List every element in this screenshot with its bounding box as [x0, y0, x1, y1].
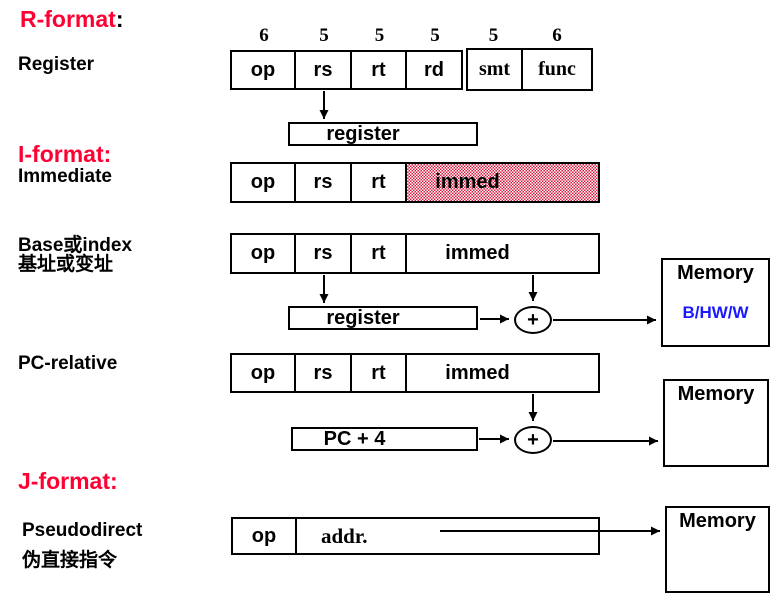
r-register-box: register: [288, 122, 478, 146]
i-op-cell: op: [232, 164, 296, 201]
base-adder-circle: +: [514, 306, 552, 334]
i-rs-cell: rs: [296, 164, 352, 201]
r-format-colon: :: [115, 6, 124, 32]
j-memory-title: Memory: [679, 510, 756, 532]
r-rd-cell: rd: [424, 58, 444, 81]
pc-format-box: op rs rt immed: [230, 353, 600, 393]
j-addr-cell: addr.: [321, 523, 368, 548]
base-memory-title: Memory: [677, 262, 754, 284]
pc-adder-circle: +: [514, 426, 552, 454]
base-memory-box: Memory B/HW/W: [661, 258, 770, 347]
i-immed-cell: immed: [407, 164, 598, 201]
base-memory-width-label: B/HW/W: [682, 303, 749, 322]
pc-memory-box: Memory: [663, 379, 769, 467]
i-format-box: op rs rt immed: [230, 162, 600, 203]
immediate-label: Immediate: [18, 166, 112, 187]
j-format-box: op addr.: [231, 517, 600, 555]
r-func-cell: func: [538, 58, 576, 80]
pseudodirect-label: Pseudodirect: [22, 520, 143, 541]
r-rs-cell: rs: [296, 52, 352, 88]
bit-width-rd: 5: [430, 25, 440, 46]
bit-width-rs: 5: [319, 25, 329, 46]
base-register-box: register: [288, 306, 478, 330]
pc-rs-cell: rs: [296, 355, 352, 391]
pc-rt-cell: rt: [352, 355, 407, 391]
r-format-box: op rs rt rd: [230, 50, 463, 90]
base-rs-cell: rs: [296, 235, 352, 272]
r-format-title: R-format:: [20, 6, 124, 33]
bit-width-op: 6: [259, 25, 269, 46]
i-rt-cell: rt: [352, 164, 407, 201]
pc-plus4-box: PC + 4: [291, 427, 478, 451]
bit-width-rt: 5: [374, 25, 385, 46]
pseudodirect-label-zh: 伪直接指令: [22, 550, 118, 571]
base-plus-sign: +: [527, 308, 539, 331]
r-format-title-text: R-format: [20, 6, 116, 32]
base-op-cell: op: [232, 235, 296, 272]
base-index-label-zh: 基址或变址: [18, 254, 114, 275]
j-memory-box: Memory: [665, 506, 770, 593]
i-format-title: I-format:: [18, 141, 112, 167]
r-format-func-box: smt func: [466, 48, 593, 91]
base-format-box: op rs rt immed: [230, 233, 600, 274]
base-rt-cell: rt: [352, 235, 407, 272]
pc-plus-sign: +: [527, 428, 539, 451]
base-immed-cell: immed: [445, 242, 510, 264]
r-smt-cell: smt: [468, 50, 523, 89]
pc-immed-cell: immed: [445, 361, 510, 384]
pc-memory-title: Memory: [677, 383, 755, 405]
pc-relative-label: PC-relative: [18, 353, 118, 374]
r-op-cell: op: [232, 52, 296, 88]
j-op-cell: op: [233, 519, 297, 553]
register-label: Register: [18, 54, 95, 75]
bit-width-func: 6: [552, 25, 562, 46]
r-rt-cell: rt: [352, 52, 407, 88]
pc-op-cell: op: [232, 355, 296, 391]
base-index-label: Base或index: [18, 235, 133, 256]
bit-width-smt: 5: [488, 25, 499, 46]
j-format-title: J-format:: [18, 468, 118, 494]
